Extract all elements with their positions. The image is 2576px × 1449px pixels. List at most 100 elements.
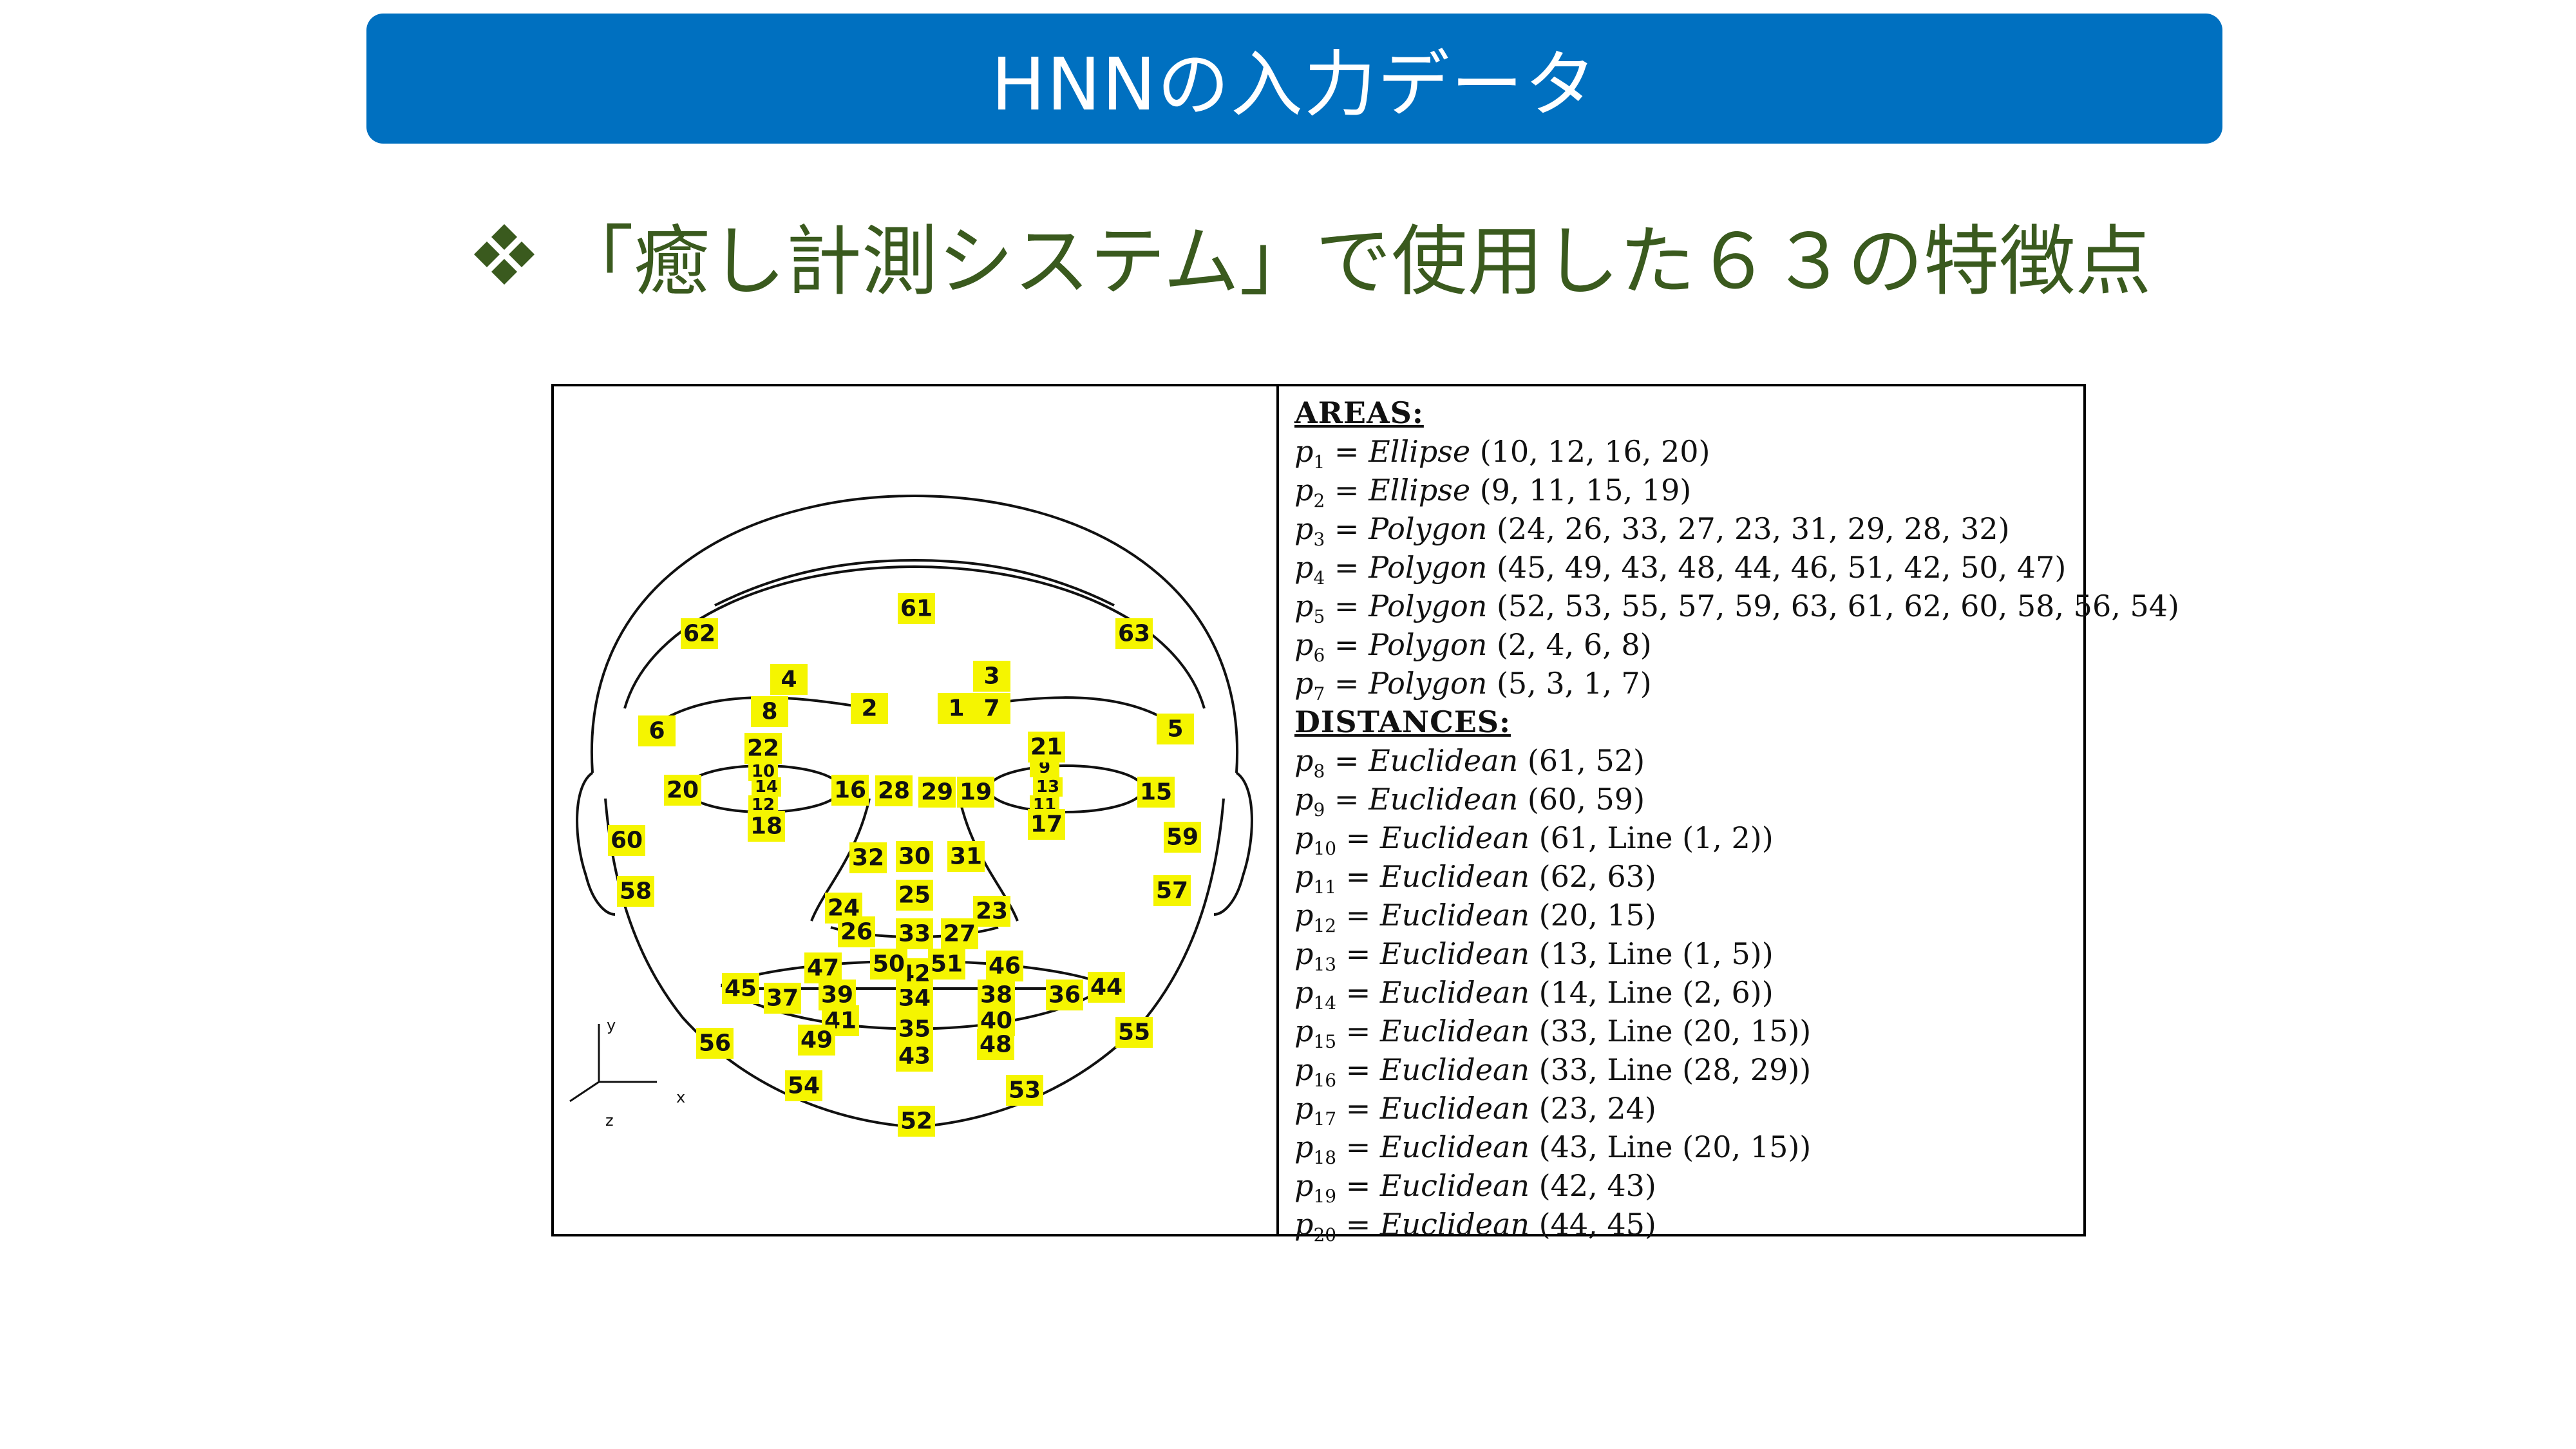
nose-left: [810, 798, 871, 922]
feature-point-label: 60: [608, 825, 645, 856]
feature-point-number: 3: [983, 663, 999, 690]
feature-point-label: 35: [896, 1014, 933, 1045]
feature-point-marker: [898, 593, 935, 624]
feature-point-number: 31: [950, 844, 982, 870]
feature-point-number: 26: [840, 919, 873, 945]
function-args: (33, Line (20, 15)): [1539, 1014, 1812, 1048]
equals-sign: =: [1336, 859, 1380, 894]
area-row: p3 = Polygon (24, 26, 33, 27, 23, 31, 29…: [1294, 511, 2010, 550]
param-name: p15: [1294, 1014, 1337, 1053]
feature-point-label: 19: [957, 777, 994, 808]
equals-sign: =: [1325, 743, 1369, 778]
axis-z-label: z: [605, 1112, 614, 1130]
figure-divider: [1276, 386, 1279, 1234]
feature-point-number: 45: [724, 976, 757, 1002]
distance-row: p17 = Euclidean (23, 24): [1294, 1091, 1656, 1130]
feature-point-marker: [838, 916, 875, 947]
feature-point-label: 3: [973, 661, 1010, 692]
feature-point-label: 33: [896, 918, 933, 949]
feature-point-marker: [681, 618, 718, 649]
param-name: p18: [1294, 1130, 1337, 1169]
param-index: 11: [1313, 876, 1337, 898]
feature-point-marker: [770, 664, 808, 695]
feature-point-marker: [870, 949, 907, 980]
feature-point-label: 53: [1006, 1075, 1043, 1106]
bullet-text: 「癒し計測システム」で使用した６３の特徴点: [558, 216, 2152, 306]
param-name: p4: [1294, 550, 1325, 589]
feature-point-number: 54: [788, 1073, 820, 1099]
feature-point-number: 61: [900, 596, 933, 622]
distance-row: p10 = Euclidean (61, Line (1, 2)): [1294, 820, 1774, 859]
feature-point-number: 5: [1167, 716, 1183, 743]
param-index: 18: [1313, 1147, 1337, 1169]
feature-point-number: 17: [1030, 811, 1063, 838]
param-name: p19: [1294, 1168, 1337, 1208]
param-index: 13: [1313, 954, 1337, 976]
feature-point-marker: [875, 775, 913, 806]
feature-point-label: 6: [638, 715, 676, 746]
function-args: (5, 3, 1, 7): [1496, 666, 1652, 701]
feature-point-label: 8: [751, 696, 788, 727]
feature-point-marker: [1115, 618, 1153, 649]
feature-point-number: 62: [683, 621, 715, 647]
distance-row: p11 = Euclidean (62, 63): [1294, 859, 1656, 898]
equals-sign: =: [1336, 1168, 1380, 1203]
feature-point-number: 49: [800, 1027, 833, 1054]
distance-row: p16 = Euclidean (33, Line (28, 29)): [1294, 1052, 1811, 1091]
feature-point-marker: [785, 1070, 822, 1101]
param-name: p10: [1294, 820, 1337, 860]
feature-point-label: 25: [896, 880, 933, 911]
feature-point-marker: [696, 1028, 734, 1059]
feature-point-marker: [664, 775, 701, 806]
equals-sign: =: [1325, 511, 1369, 546]
feature-point-label: 22: [744, 733, 782, 764]
feature-point-marker: [744, 733, 782, 764]
feature-point-marker: [1157, 714, 1194, 744]
function-args: (44, 45): [1539, 1207, 1656, 1242]
function-args: (23, 24): [1539, 1091, 1656, 1126]
function-args: (14, Line (2, 6)): [1539, 975, 1774, 1010]
area-row: p5 = Polygon (52, 53, 55, 57, 59, 63, 61…: [1294, 589, 2179, 627]
feature-point-marker: [1046, 980, 1083, 1010]
feature-point-label: 13: [1033, 777, 1063, 797]
feature-point-label: 7: [973, 693, 1010, 724]
param-index: 12: [1313, 915, 1337, 937]
area-row: p7 = Polygon (5, 3, 1, 7): [1294, 666, 1652, 705]
function-args: (61, 52): [1527, 743, 1645, 778]
feature-point-marker: [986, 951, 1023, 981]
feature-point-label: 37: [764, 983, 801, 1014]
equals-sign: =: [1336, 1207, 1380, 1242]
feature-point-marker: [938, 693, 975, 724]
feature-point-number: 57: [1156, 878, 1188, 904]
feature-point-number: 48: [980, 1032, 1012, 1058]
feature-point-label: 2: [851, 693, 888, 724]
function-name: Euclidean: [1379, 898, 1539, 933]
diamond-cluster-bullet-icon: [474, 224, 535, 285]
feature-point-marker: [896, 918, 933, 949]
function-name: Ellipse: [1368, 473, 1480, 507]
function-args: (62, 63): [1539, 859, 1656, 894]
function-name: Euclidean: [1379, 1052, 1539, 1087]
equals-sign: =: [1325, 550, 1369, 585]
feature-point-number: 46: [989, 953, 1021, 980]
param-index: 8: [1313, 761, 1325, 782]
feature-point-marker: [1153, 875, 1191, 906]
feature-point-label: 27: [941, 918, 978, 949]
feature-point-marker: [851, 693, 888, 724]
feature-point-label: 56: [696, 1028, 734, 1059]
equals-sign: =: [1325, 434, 1369, 469]
feature-point-marker: [896, 880, 933, 911]
function-name: Euclidean: [1379, 1014, 1539, 1048]
distance-row: p18 = Euclidean (43, Line (20, 15)): [1294, 1130, 1811, 1168]
feature-point-number: 19: [960, 779, 992, 806]
hairline-inner: [714, 558, 1115, 607]
feature-point-marker: [1115, 1017, 1153, 1048]
param-index: 3: [1313, 529, 1325, 551]
function-name: Euclidean: [1379, 820, 1539, 855]
feature-point-number: 2: [861, 696, 877, 722]
param-name: p5: [1294, 589, 1325, 628]
param-name: p16: [1294, 1052, 1337, 1092]
feature-point-marker: [1088, 972, 1125, 1003]
feature-point-label: 48: [977, 1029, 1014, 1060]
